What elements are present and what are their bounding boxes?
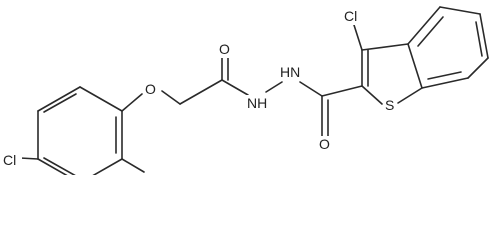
bond (161, 90, 181, 105)
atom-o-ether-label: O (145, 81, 156, 97)
bond (407, 6, 441, 45)
bond (19, 157, 39, 160)
bond-double-inner (43, 93, 77, 113)
bond (361, 85, 383, 105)
atom-hn-right: HN (278, 64, 302, 81)
chemical-structure-drawing: Cl O O NH HN O S Cl (2, 6, 489, 175)
atom-cl-aryl: Cl (2, 152, 22, 169)
bond-double-inner (43, 157, 76, 175)
atom-nh-left-label: NH (247, 95, 267, 111)
atom-nh-left: NH (246, 95, 270, 112)
atom-cl-aryl-label: Cl (3, 152, 16, 168)
bond (479, 13, 489, 59)
bond-layer (19, 6, 489, 175)
bond (92, 158, 123, 175)
bond (37, 158, 68, 175)
atom-o-amide-top: O (217, 41, 232, 58)
atom-s-ring: S (383, 97, 396, 114)
bond (179, 79, 223, 105)
bond (397, 87, 423, 104)
bond-double-inner (475, 21, 483, 57)
atom-o-amide-bottom-label: O (319, 136, 330, 152)
bond-double-inner (427, 71, 462, 80)
atom-label-layer: Cl O O NH HN O S Cl (2, 8, 396, 169)
bond (265, 81, 283, 93)
bond-double-inner (417, 16, 444, 47)
bond (439, 6, 481, 15)
atom-cl-thiophene-label: Cl (344, 8, 357, 24)
bond (37, 86, 81, 112)
atom-cl-thiophene: Cl (343, 8, 363, 25)
bond (421, 77, 469, 89)
atom-hn-right-label: HN (280, 64, 300, 80)
bond (221, 79, 249, 96)
bond (361, 43, 409, 51)
bond (407, 43, 423, 89)
atom-s-ring-label: S (385, 97, 394, 113)
bond (467, 57, 489, 79)
bond (121, 158, 145, 173)
bond (299, 81, 323, 97)
bond (353, 24, 363, 51)
structure-canvas: Cl O O NH HN O S Cl (2, 6, 489, 175)
bond (79, 86, 123, 112)
bond (121, 93, 143, 112)
atom-o-amide-bottom: O (317, 136, 332, 153)
atom-o-amide-top-label: O (219, 41, 230, 57)
bond (321, 85, 363, 97)
atom-o-ether: O (143, 81, 158, 98)
